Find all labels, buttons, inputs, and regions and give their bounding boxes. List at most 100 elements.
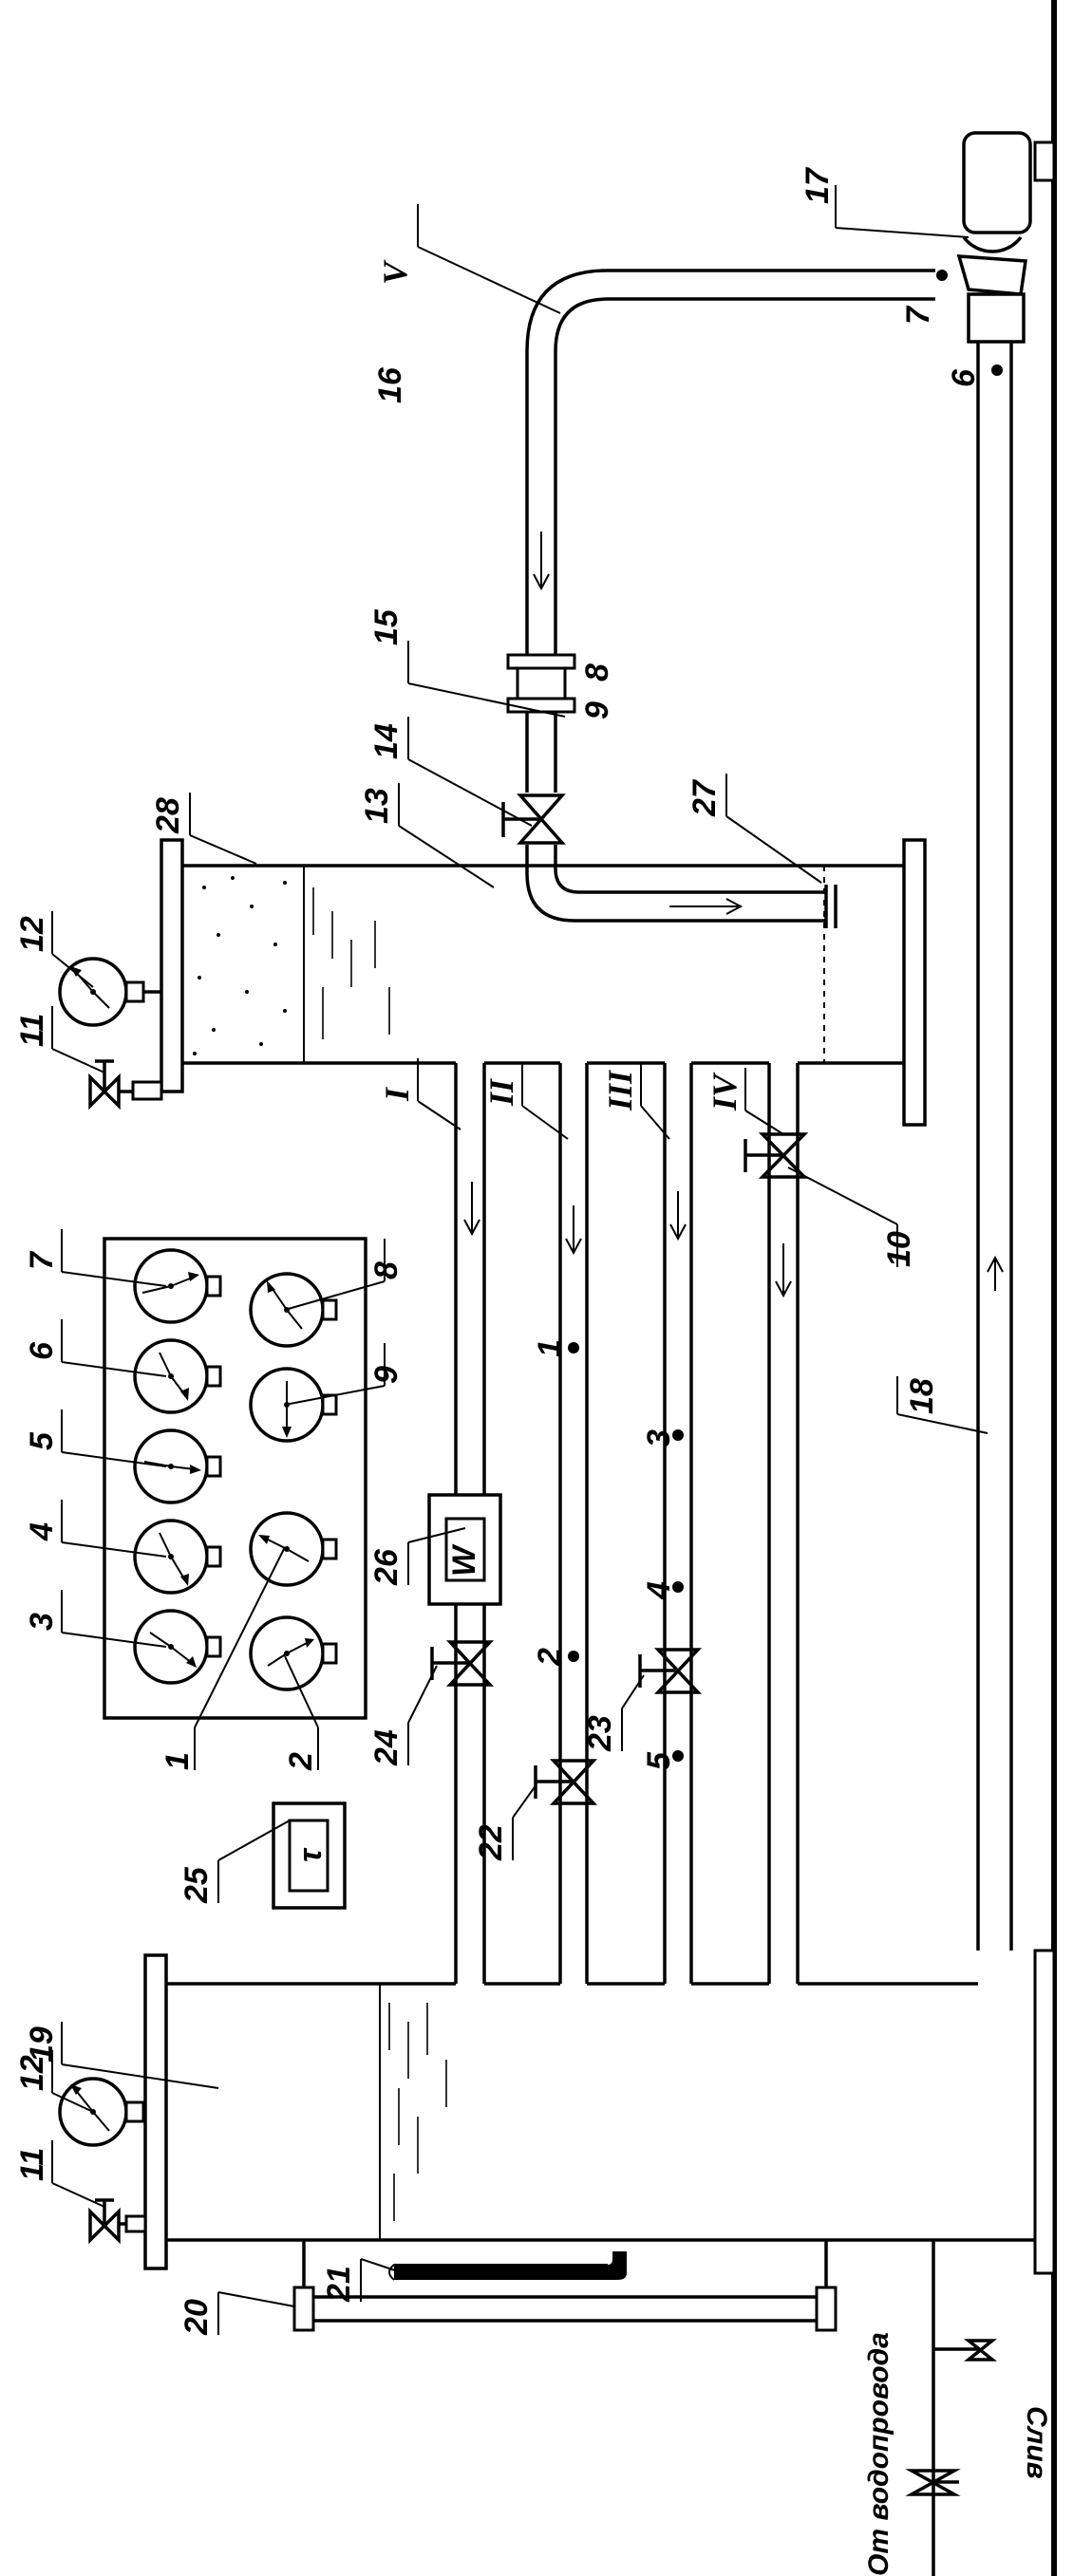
valve-10: [744, 1132, 809, 1179]
flowmeter: [506, 653, 576, 714]
label-4-panel: 4: [24, 1522, 60, 1541]
tap-point-5: [672, 1750, 684, 1762]
flow-arrow-III: [669, 1191, 687, 1241]
water-supply-label: От водопровода: [863, 2332, 894, 2576]
pressure-point-6: [991, 364, 1003, 376]
upper-tank: [160, 838, 927, 1127]
label-9-flow: 9: [579, 701, 615, 719]
label-18: 18: [904, 1378, 940, 1414]
tap-point-1: [568, 1342, 579, 1353]
label-11-upper: 11: [14, 1014, 50, 1047]
label-11-lower: 11: [14, 2148, 50, 2181]
label-pipe-I: I: [378, 1086, 416, 1102]
lower-tank: [143, 1953, 1035, 2270]
upper-tank-vent-valve-11: [88, 1059, 163, 1111]
label-5-tap: 5: [641, 1751, 677, 1770]
label-3-tap: 3: [641, 1429, 677, 1447]
flow-arrow-pressure: [533, 532, 550, 591]
label-pipe-II: II: [482, 1077, 520, 1107]
label-28: 28: [150, 797, 186, 834]
gauge-5: [133, 1428, 222, 1504]
pipe-IV: [767, 1063, 800, 1984]
flow-arrow-IV: [775, 1243, 792, 1298]
valve-22: [534, 1759, 598, 1805]
label-14: 14: [368, 723, 405, 759]
label-20: 20: [179, 2299, 215, 2336]
pump-mount-plate: [1033, 140, 1056, 182]
label-13: 13: [359, 788, 395, 824]
label-1-panel: 1: [160, 1752, 196, 1770]
pipe-II: [558, 1063, 589, 1984]
tap-point-4: [672, 1581, 684, 1593]
label-pipe-V: V: [376, 259, 414, 285]
timer-25: [272, 1801, 347, 1910]
level-gauge-glass: [292, 2240, 838, 2332]
pressure-pipe: [525, 269, 935, 655]
timer-symbol: τ: [292, 1847, 329, 1862]
pump-motor: [956, 131, 1032, 344]
label-7-panel: 7: [24, 1250, 60, 1270]
lower-tank-vent-valve-11: [88, 2198, 147, 2245]
label-8-flow: 8: [579, 663, 615, 681]
label-17: 17: [800, 166, 836, 204]
wattmeter-26: [427, 1493, 502, 1606]
label-6-pump: 6: [946, 368, 982, 387]
label-16: 16: [372, 366, 408, 403]
lower-tank-gauge-12: [58, 2077, 145, 2147]
flow-arrow-II: [565, 1205, 582, 1256]
pressure-point-7: [936, 270, 948, 281]
tank-inlet-pipe: [525, 845, 838, 928]
label-3-panel: 3: [24, 1613, 60, 1631]
supply-drain-pipework: [905, 2240, 997, 2576]
water-lines-upper: [312, 887, 390, 1039]
gauge-3: [133, 1609, 222, 1685]
label-12-upper: 12: [14, 916, 50, 952]
label-27: 27: [687, 778, 723, 817]
label-9-panel: 9: [368, 1366, 405, 1384]
flow-arrow-I: [463, 1182, 480, 1237]
label-10: 10: [881, 1231, 917, 1267]
leader-lines: [51, 185, 988, 2335]
air-cushion-dots: [193, 876, 287, 1055]
level-indicator-21: [388, 2251, 627, 2281]
valve-23: [638, 1648, 703, 1694]
label-7-pump: 7: [900, 305, 936, 325]
tap-point-2: [568, 1651, 579, 1662]
water-lines-lower: [388, 2003, 447, 2221]
label-6-panel: 6: [24, 1341, 60, 1360]
label-21: 21: [321, 2266, 357, 2303]
label-19: 19: [24, 2026, 60, 2063]
return-pipe: [976, 342, 1013, 1951]
gauge-6: [133, 1338, 222, 1414]
gauge-4: [133, 1519, 222, 1595]
label-2-tap: 2: [532, 1648, 568, 1667]
pipe-seg-15-14: [525, 712, 557, 793]
tap-point-3: [672, 1429, 684, 1441]
label-pipe-IV: IV: [706, 1072, 744, 1111]
label-23: 23: [582, 1715, 618, 1752]
label-25: 25: [179, 1866, 215, 1904]
drain-label: Слив: [1021, 2406, 1052, 2479]
wattmeter-symbol: W: [446, 1543, 482, 1577]
label-24: 24: [368, 1729, 405, 1766]
label-12-lower: 12: [14, 2055, 50, 2091]
gauge-1: [249, 1511, 338, 1587]
label-pipe-III: III: [601, 1069, 639, 1111]
label-1-tap: 1: [532, 1339, 568, 1357]
gauge-2: [249, 1615, 338, 1691]
label-5-panel: 5: [24, 1431, 60, 1450]
label-2-panel: 2: [283, 1752, 319, 1771]
flow-arrow-tank-inlet: [669, 898, 744, 915]
label-26: 26: [368, 1548, 405, 1586]
gauge-7: [133, 1248, 222, 1324]
label-22: 22: [473, 1824, 509, 1861]
valve-14: [501, 793, 566, 845]
flow-arrow-return: [987, 1255, 1004, 1291]
label-8-panel: 8: [368, 1261, 405, 1279]
pipe-III: [663, 1063, 693, 1984]
upper-tank-gauge-12: [58, 957, 161, 1027]
label-15: 15: [368, 608, 405, 645]
lower-tank-base: [1033, 1949, 1056, 2275]
label-4-tap: 4: [641, 1581, 677, 1600]
